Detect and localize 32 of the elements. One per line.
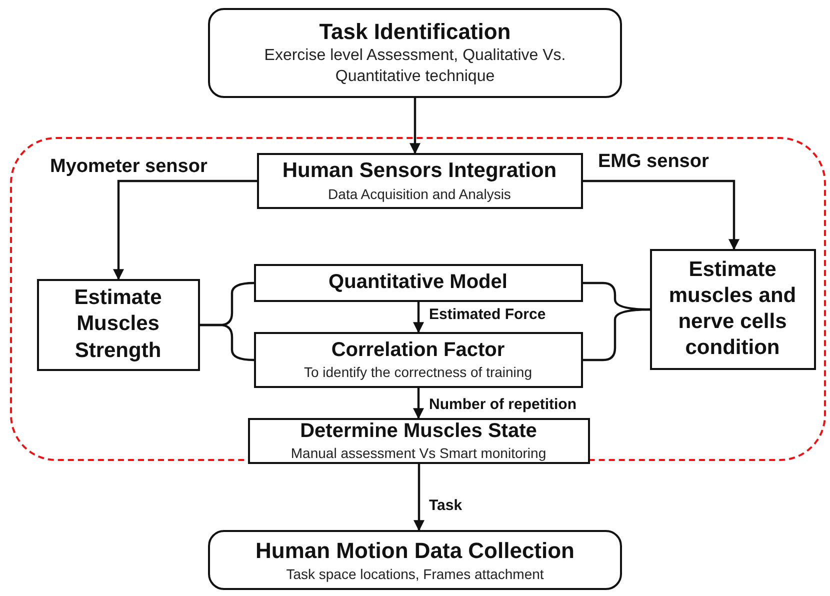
dashed-region [10,137,826,461]
brace-connector [583,308,650,362]
edge-label: Myometer sensor [48,156,210,178]
box-subtitle: Task space locations, Frames attachment [286,564,544,583]
box-title: Human Sensors Integration [282,158,557,184]
box-title: Human Motion Data Collection [256,537,574,565]
box-title: Determine Muscles State [300,418,537,444]
box-subtitle: To identify the correctness of training [304,362,532,382]
box-subtitle: Data Acquisition and Analysis [328,184,511,203]
process-box [256,152,582,208]
arrow [113,180,257,280]
box-label: Estimate muscles and nerve cells condition [668,256,798,362]
process-box [36,278,200,370]
box-title: Correlation Factor [331,338,505,363]
process-box [650,248,816,370]
process-box [208,8,622,98]
box-title: Task Identification [319,18,511,46]
process-box [254,332,582,388]
process-box [254,264,582,302]
process-box [248,418,590,464]
box-label: Quantitative Model [328,270,508,295]
box-subtitle: Exercise level Assessment, Qualitative Vs. Quantitative technique [263,46,567,87]
arrow [583,180,740,250]
arrow [414,464,424,532]
brace-connector [200,324,254,362]
arrow [413,388,424,420]
box-label: Estimate Muscles Strength [73,285,163,364]
box-subtitle: Manual assessment Vs Smart monitoring [290,444,546,462]
arrow [413,302,424,334]
arrow [410,98,420,154]
process-box [208,530,622,590]
edge-label: Number of repetition [427,396,579,413]
